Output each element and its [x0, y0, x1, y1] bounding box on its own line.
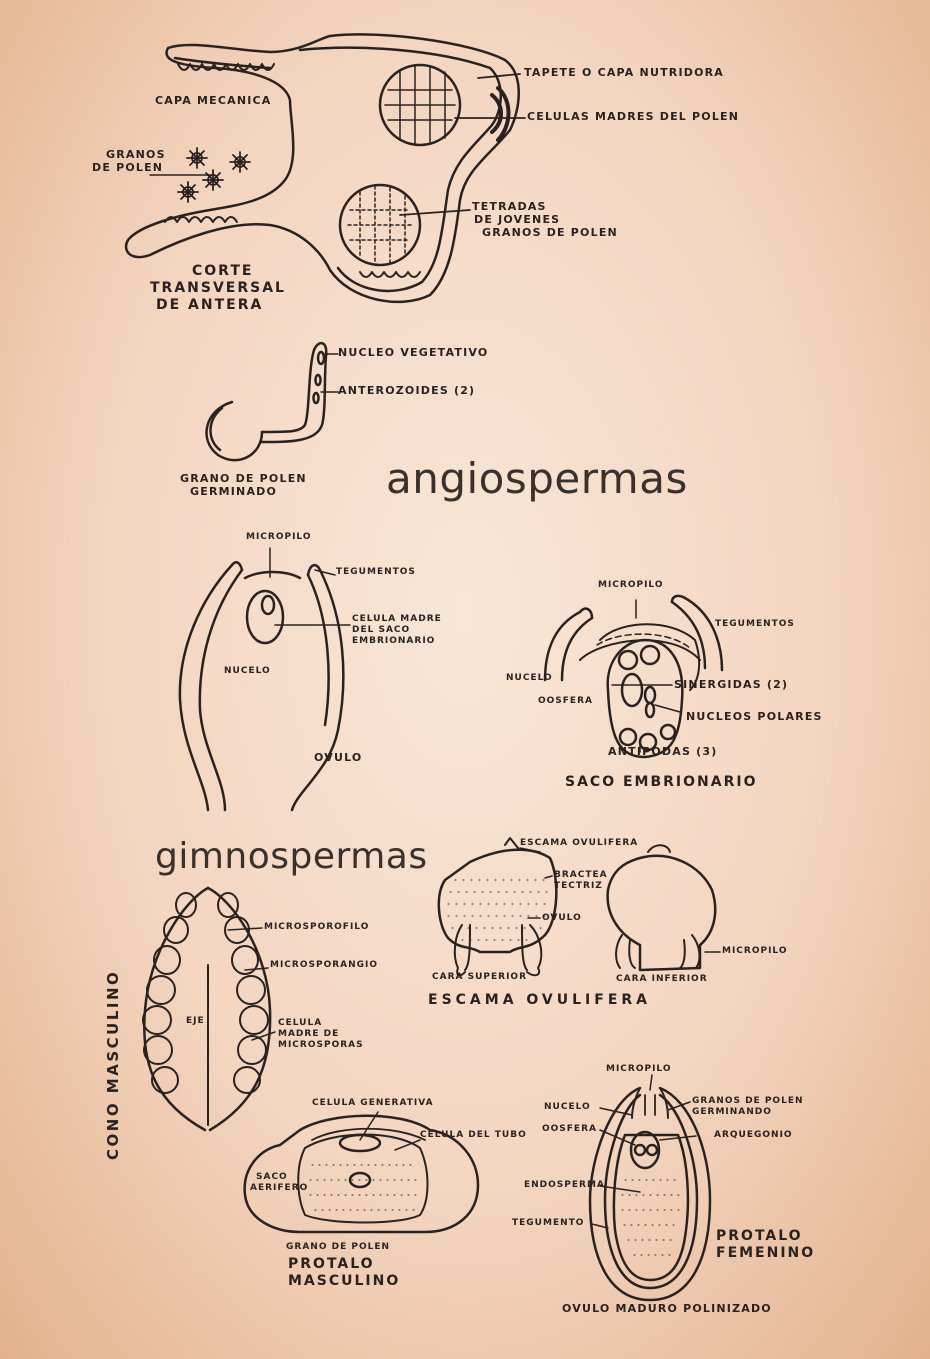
pollen-germinated-diagram: [205, 342, 339, 462]
label-microsporangio: MICROSPORANGIO: [270, 960, 379, 970]
anther-caption-line-3: DE ANTERA: [156, 296, 264, 313]
escama-caption: ESCAMA OVULIFERA: [428, 992, 651, 1008]
label-celula-tubo: CELULA DEL TUBO: [420, 1130, 527, 1140]
anther-caption: CORTE TRANSVERSAL DE ANTERA: [150, 263, 286, 313]
label-saco-aerifero-line-1: SACO: [256, 1172, 288, 1182]
label-cara-superior: CARA SUPERIOR: [432, 972, 527, 982]
label-microsporofilo: MICROSPOROFILO: [264, 922, 370, 932]
label-celula-madre-line-2: DEL SACO: [352, 624, 411, 635]
label-saco-tegumentos: TEGUMENTOS: [715, 619, 795, 629]
label-cara-inferior: CARA INFERIOR: [616, 974, 708, 984]
label-granos-line-1: GRANOS: [106, 148, 166, 161]
label-ovulo-nucelo: NUCELO: [224, 666, 271, 676]
label-granos-germ-line-1: GRANOS DE POLEN: [692, 1096, 804, 1106]
male-cone-diagram: [142, 886, 276, 1132]
anther-caption-line-2: TRANSVERSAL: [150, 279, 286, 296]
label-tegumento: TEGUMENTO: [512, 1218, 585, 1228]
label-tetradas-line-3: GRANOS DE POLEN: [482, 226, 618, 240]
label-escama-micropilo: MICROPILO: [722, 946, 788, 956]
label-ovulo-micropilo: MICROPILO: [246, 532, 312, 542]
label-saco-nucelo: NUCELO: [506, 673, 553, 683]
label-antipodas: ANTIPODAS (3): [608, 745, 718, 758]
label-grano-de-polen: GRANO DE POLEN: [286, 1242, 391, 1252]
label-tetradas-line-1: TETRADAS: [472, 200, 547, 213]
saco-caption: SACO EMBRIONARIO: [565, 774, 758, 790]
label-cmm-line-2: MADRE DE: [278, 1028, 340, 1039]
mature-ovule-diagram: [588, 1074, 712, 1302]
label-granos-line-2: DE POLEN: [92, 161, 164, 175]
label-saco-micropilo: MICROPILO: [598, 580, 664, 590]
label-maduro-oosfera: OOSFERA: [542, 1124, 597, 1134]
label-granos-germinando: GRANOS DE POLEN GERMINANDO: [692, 1096, 804, 1118]
label-tapete: TAPETE O CAPA NUTRIDORA: [524, 66, 725, 79]
label-saco-aerifero-line-2: AERIFERO: [250, 1182, 309, 1193]
scale-lower-diagram: [606, 844, 721, 972]
pollen-caption-line-1: GRANO DE POLEN: [180, 472, 307, 485]
anther-caption-line-1: CORTE: [192, 263, 254, 279]
protalo-f-line-2: FEMENINO: [716, 1244, 816, 1261]
label-anterozoides: ANTEROZOIDES (2): [338, 384, 476, 397]
label-celulas-madres: CELULAS MADRES DEL POLEN: [527, 110, 740, 123]
label-maduro-micropilo: MICROPILO: [606, 1064, 672, 1074]
label-bractea-line-1: BRACTEA: [554, 870, 608, 880]
label-celula-madre-saco: CELULA MADRE DEL SACO EMBRIONARIO: [352, 614, 442, 646]
label-sinergidas: SINERGIDAS (2): [674, 678, 789, 691]
label-cmm-line-3: MICROSPORAS: [278, 1039, 364, 1050]
ovule-angiosperm-diagram: [178, 547, 351, 812]
protalo-m-line-2: MASCULINO: [288, 1272, 401, 1289]
label-ovulo: OVULO: [314, 751, 363, 764]
label-granos-germ-line-2: GERMINANDO: [692, 1106, 772, 1117]
label-nucleo-vegetativo: NUCLEO VEGETATIVO: [338, 346, 489, 359]
ovulo-maduro-caption: OVULO MADURO POLINIZADO: [562, 1302, 772, 1315]
protalo-f-line-1: PROTALO: [716, 1228, 803, 1244]
label-oosfera: OOSFERA: [538, 696, 593, 706]
label-arquegonio: ARQUEGONIO: [714, 1130, 793, 1140]
embryo-sac-diagram: [543, 594, 724, 759]
angiospermas-title: angiospermas: [386, 454, 688, 503]
label-escama-ovulo: OVULO: [542, 913, 582, 923]
label-granos-de-polen: GRANOS DE POLEN: [92, 148, 166, 174]
label-bractea: BRACTEA TECTRIZ: [554, 870, 608, 892]
label-celula-madre-microsporas: CELULA MADRE DE MICROSPORAS: [278, 1018, 364, 1050]
label-capa-mecanica: CAPA MECANICA: [155, 94, 272, 107]
protalo-femenino-caption: PROTALO FEMENINO: [716, 1228, 815, 1262]
cono-masculino-caption: CONO MASCULINO: [104, 969, 122, 1160]
gimnospermas-title: gimnospermas: [155, 836, 428, 877]
pollen-caption-line-2: GERMINADO: [190, 485, 278, 499]
protalo-masculino-caption: PROTALO MASCULINO: [288, 1256, 400, 1290]
label-nucleos-polares: NUCLEOS POLARES: [686, 710, 823, 723]
anther-diagram: [124, 33, 526, 304]
label-saco-aerifero: SACO AERIFERO: [250, 1172, 308, 1194]
label-ovulo-tegumentos: TEGUMENTOS: [336, 567, 416, 577]
label-eje: EJE: [186, 1016, 205, 1026]
label-celula-generativa: CELULA GENERATIVA: [312, 1098, 434, 1108]
label-maduro-nucelo: NUCELO: [544, 1102, 591, 1112]
label-cmm-line-1: CELULA: [278, 1018, 323, 1028]
scale-upper-diagram: [437, 837, 558, 977]
protallus-masculine-diagram: [243, 1111, 480, 1234]
pollen-germinado-caption: GRANO DE POLEN GERMINADO: [180, 472, 307, 498]
label-celula-madre-line-3: EMBRIONARIO: [352, 635, 436, 646]
label-bractea-line-2: TECTRIZ: [554, 880, 603, 891]
label-escama-ovulifera: ESCAMA OVULIFERA: [520, 838, 639, 848]
label-tetradas-line-2: DE JOVENES: [474, 213, 561, 227]
label-celula-madre-line-1: CELULA MADRE: [352, 614, 442, 624]
label-tetradas: TETRADAS DE JOVENES GRANOS DE POLEN: [472, 200, 618, 240]
protalo-m-line-1: PROTALO: [288, 1256, 375, 1272]
label-endosperma: ENDOSPERMA: [524, 1180, 605, 1190]
